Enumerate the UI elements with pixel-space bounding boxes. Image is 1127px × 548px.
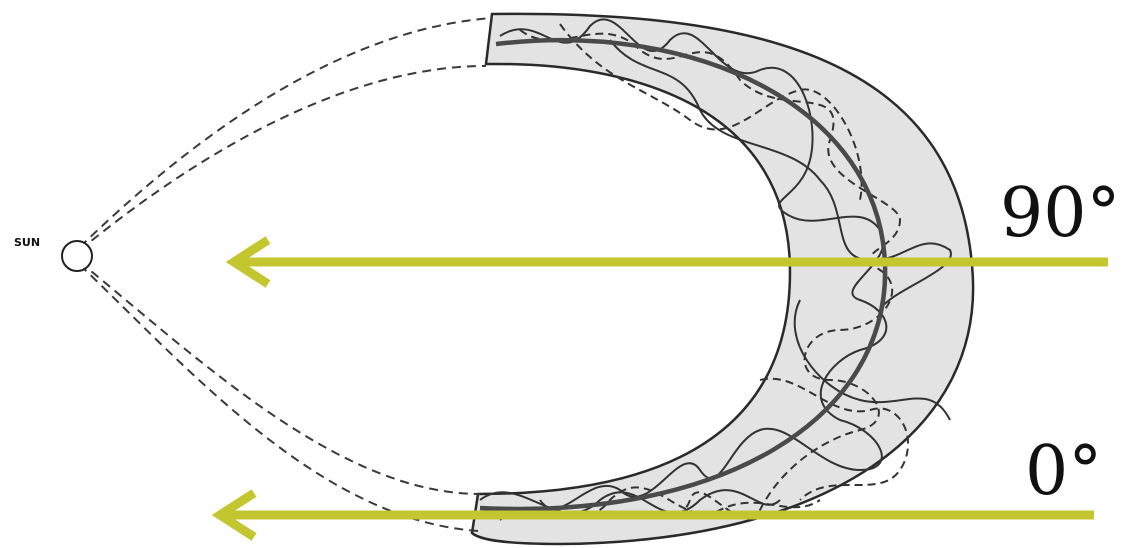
field-line-lower-outer [80,265,478,531]
dashed-field-lines [80,18,492,531]
field-line-lower-inner [80,262,480,494]
shaded-band [472,14,973,544]
upper-arrow [234,240,1108,284]
angle-label-90: 90° [1000,174,1121,253]
sun-icon [62,241,92,271]
field-line-upper-inner [80,66,486,250]
sun-label: SUN [14,236,40,249]
field-line-upper-outer [80,18,492,247]
angle-label-0: 0° [1025,432,1102,511]
